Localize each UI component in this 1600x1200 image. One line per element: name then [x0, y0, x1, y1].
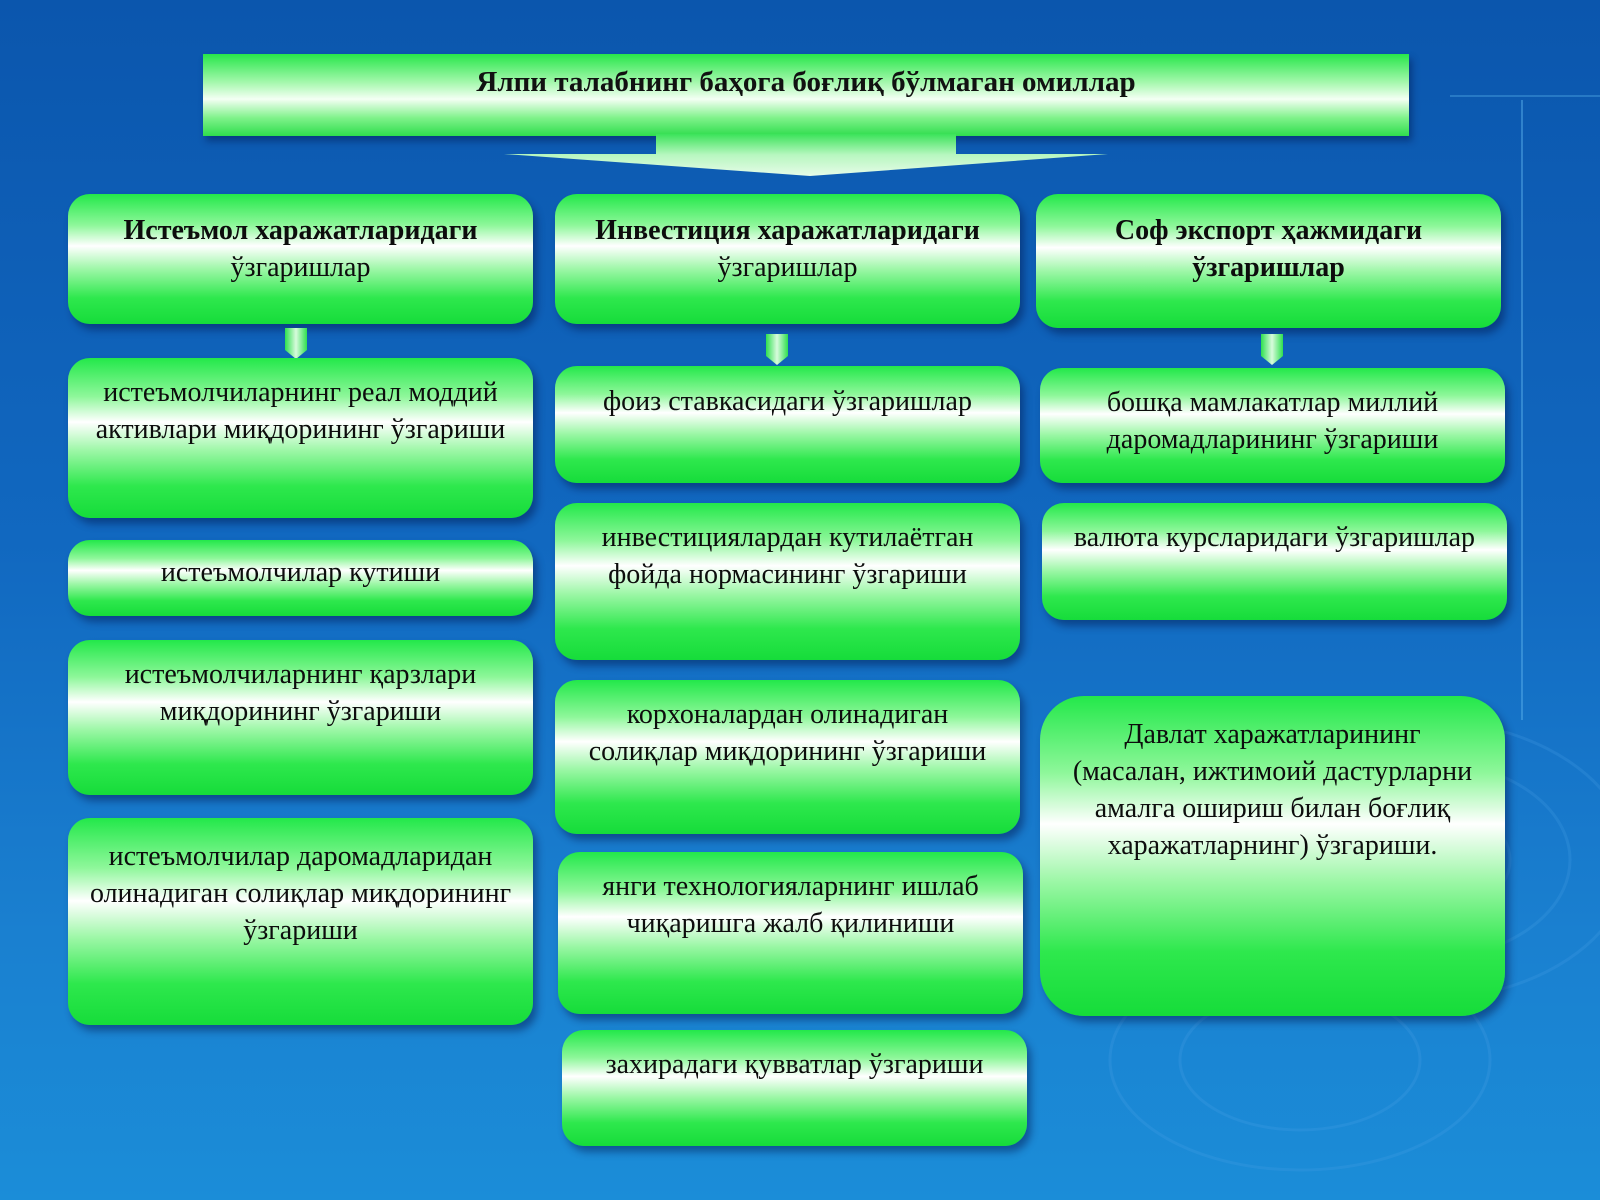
investment-factor-4: янги технологияларнинг ишлаб чиқаришга ж… [558, 852, 1023, 1014]
column-header-consumption-bold: Истеъмол харажатларидаги [123, 215, 478, 246]
connector-arrow-net-export [1261, 334, 1283, 365]
column-header-net-export-bold: Соф экспорт ҳажмидаги ўзгаришлар [1114, 215, 1423, 283]
column-header-net-export: Соф экспорт ҳажмидаги ўзгаришлар [1036, 194, 1501, 328]
net-export-factor-2: валюта курсларидаги ўзгаришлар [1042, 503, 1507, 620]
investment-factor-3: корхоналардан олинадиган солиқлар миқдор… [555, 680, 1020, 834]
consumption-factor-4: истеъмолчилар даромадларидан олинадиган … [68, 818, 533, 1025]
connector-arrow-investment [766, 334, 788, 365]
column-header-consumption: Истеъмол харажатларидаги ўзгаришлар [68, 194, 533, 324]
column-header-investment-normal: ўзгаришлар [717, 252, 858, 283]
consumption-factor-1: истеъмолчиларнинг реал моддий активлари … [68, 358, 533, 518]
column-header-investment-bold: Инвестиция харажатларидаги [595, 215, 980, 246]
column-header-consumption-normal: ўзгаришлар [230, 252, 371, 283]
column-header-investment: Инвестиция харажатларидаги ўзгаришлар [555, 194, 1020, 324]
net-export-factor-1: бошқа мамлакатлар миллий даромадларининг… [1040, 368, 1505, 483]
connector-arrow-consumption [285, 328, 307, 359]
consumption-factor-2: истеъмолчилар кутиши [68, 540, 533, 616]
investment-factor-2: инвестициялардан кутилаётган фойда норма… [555, 503, 1020, 660]
title-down-arrow [504, 134, 1108, 176]
government-spending-factor: Давлат харажатларининг (масалан, ижтимои… [1040, 696, 1505, 1016]
consumption-factor-3: истеъмолчиларнинг қарзлари миқдорининг ў… [68, 640, 533, 795]
diagram-title: Ялпи талабнинг баҳога боғлиқ бўлмаган ом… [203, 54, 1409, 136]
investment-factor-1: фоиз ставкасидаги ўзгаришлар [555, 366, 1020, 483]
investment-factor-5: захирадаги қувватлар ўзгариши [562, 1030, 1027, 1146]
